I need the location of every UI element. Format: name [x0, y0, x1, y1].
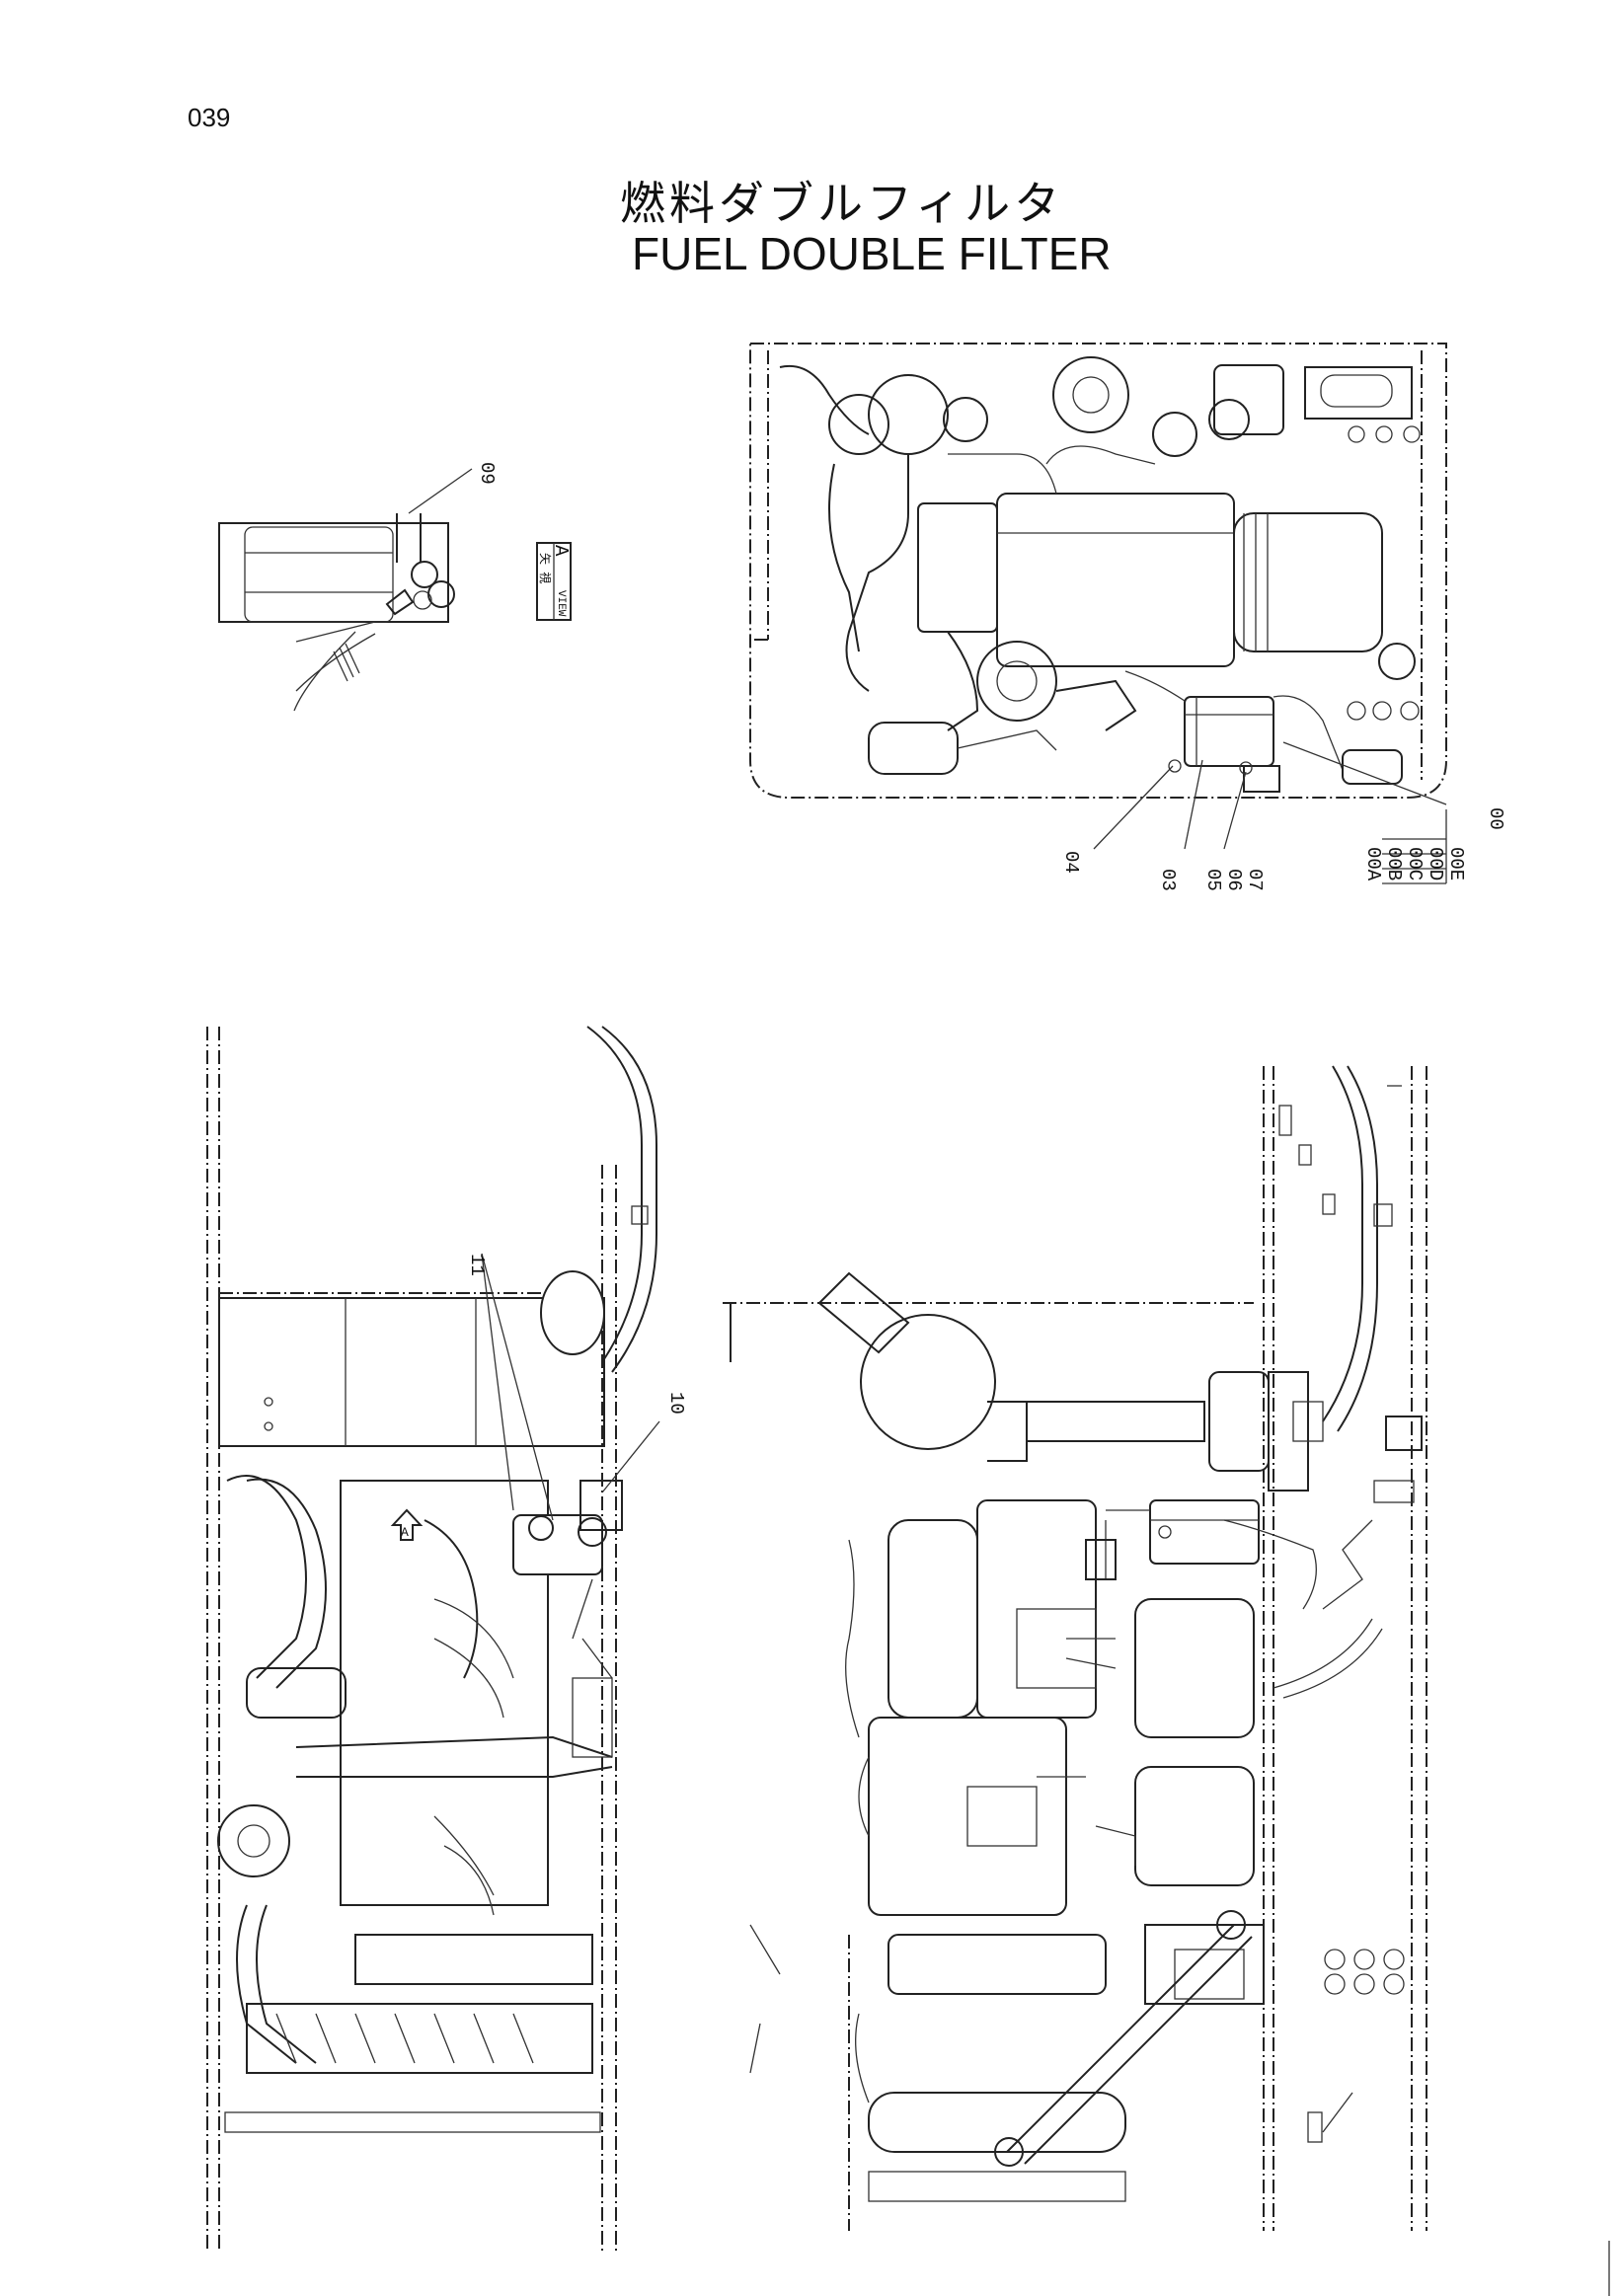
- label-00C: 00C: [1404, 847, 1426, 880]
- title-japanese: 燃料ダブルフィルタ: [620, 177, 1064, 230]
- engine-top-view: 00 04 03 05 06 07 00A 00B 00C 00D 00E: [749, 343, 1506, 891]
- title-english: FUEL DOUBLE FILTER: [632, 228, 1112, 279]
- page-number: 039: [188, 103, 231, 132]
- label-05: 05: [1202, 869, 1224, 891]
- machine-left-view: A 11 10: [206, 1026, 687, 2251]
- label-00A: 00A: [1362, 847, 1384, 881]
- label-06: 06: [1223, 869, 1245, 891]
- label-03: 03: [1157, 869, 1179, 891]
- label-00E: 00E: [1445, 847, 1467, 880]
- label-10: 10: [665, 1392, 687, 1415]
- view-word: VIEW: [555, 590, 567, 617]
- view-letter: A: [550, 545, 572, 557]
- label-00D: 00D: [1425, 847, 1446, 880]
- label-07: 07: [1244, 869, 1266, 891]
- label-04: 04: [1060, 851, 1082, 874]
- label-00: 00: [1485, 807, 1506, 830]
- label-00B: 00B: [1383, 847, 1405, 880]
- label-09: 09: [476, 462, 498, 485]
- machine-right-view: [723, 1065, 1427, 2231]
- view-kanji: 矢 視: [537, 553, 553, 583]
- arrow-a-label: A: [401, 1525, 409, 1540]
- view-a-label: 矢 視 VIEW A: [536, 542, 572, 621]
- label-11: 11: [466, 1254, 488, 1276]
- inset-filter-detail: 09: [218, 462, 498, 712]
